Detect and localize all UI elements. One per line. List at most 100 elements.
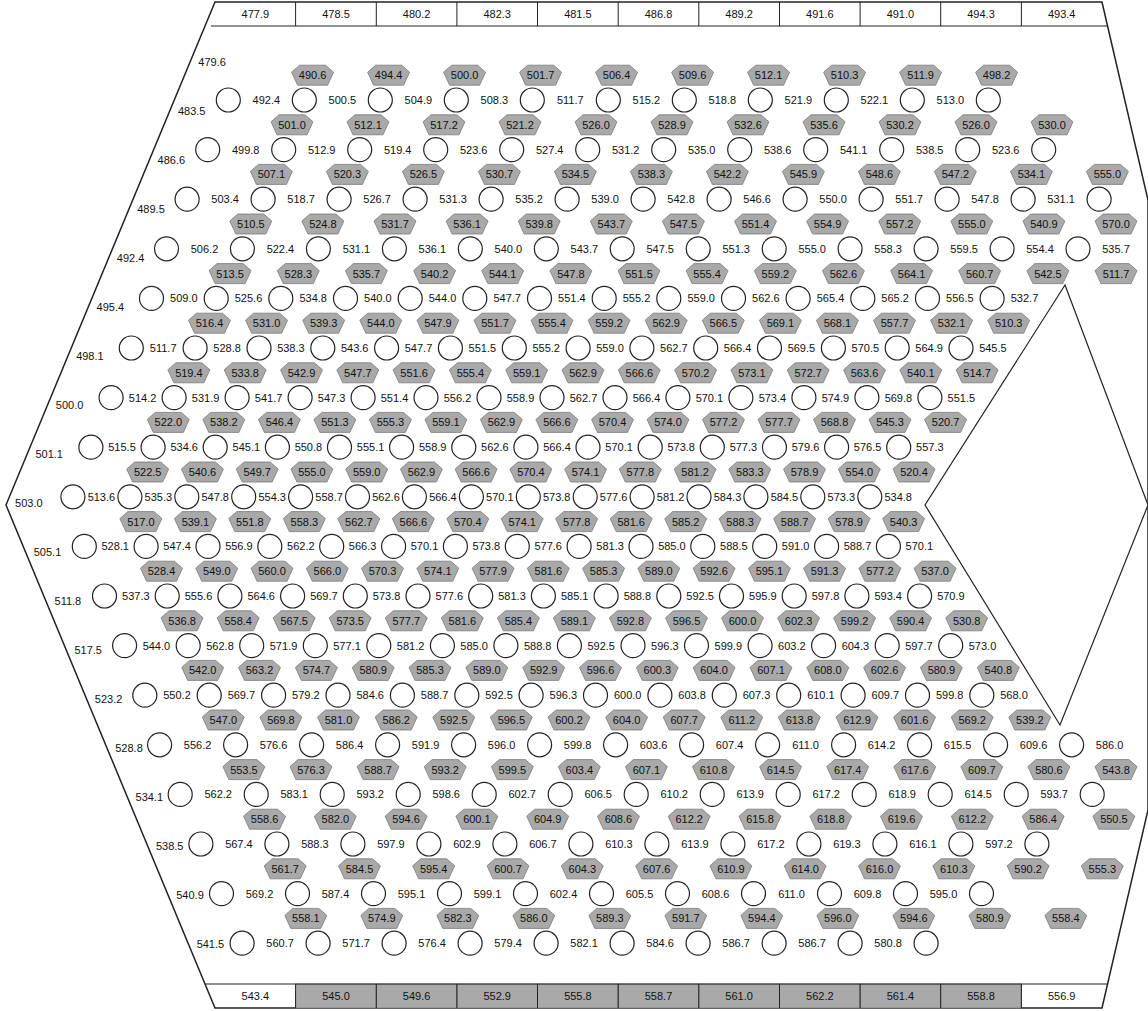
edge-temperature: 495.4 (97, 302, 125, 313)
gray-subchannel-temperature: 559.1 (432, 417, 460, 428)
gray-subchannel (449, 363, 491, 383)
gray-subchannel (239, 660, 281, 680)
gray-subchannel (518, 214, 560, 234)
gray-subchannel-temperature: 500.0 (451, 70, 479, 81)
subchannel-temperature: 538.6 (764, 144, 792, 155)
fuel-pin (196, 138, 220, 162)
subchannel-temperature: 539.0 (591, 194, 619, 205)
gray-subchannel-temperature: 596.6 (587, 665, 615, 676)
fuel-pin (1011, 187, 1035, 211)
fuel-pin (748, 634, 772, 658)
edge-temperature: 540.9 (176, 890, 204, 901)
gray-subchannel-temperature: 510.3 (995, 318, 1023, 329)
fuel-pin (452, 435, 476, 459)
fuel-pin (721, 832, 745, 856)
subchannel-temperature: 534.8 (299, 293, 327, 304)
gray-subchannel (303, 313, 345, 333)
fuel-pin (970, 683, 994, 707)
cell-divider (295, 984, 296, 1008)
subchannel-temperature: 599.8 (564, 739, 592, 750)
fuel-pin (596, 88, 620, 112)
subchannel-temperature: 550.2 (163, 690, 191, 701)
subchannel-temperature: 508.3 (481, 95, 509, 106)
fuel-pin (756, 733, 780, 757)
gray-subchannel-temperature: 528.4 (148, 566, 176, 577)
subchannel-temperature: 586.4 (336, 739, 364, 750)
gray-subchannel-temperature: 574.1 (424, 566, 452, 577)
subchannel-temperature: 591.9 (412, 739, 440, 750)
gray-subchannel-temperature: 569.2 (958, 715, 986, 726)
gray-subchannel (1022, 809, 1064, 829)
fuel-pin (935, 187, 959, 211)
gray-subchannel-temperature: 532.1 (938, 318, 966, 329)
gray-subchannel (827, 760, 869, 780)
subchannel-temperature: 506.2 (191, 243, 219, 254)
gray-subchannel-temperature: 555.0 (298, 467, 326, 478)
gray-subchannel (283, 512, 325, 532)
fuel-pin (341, 832, 365, 856)
fuel-pin (906, 683, 930, 707)
gray-subchannel (474, 313, 516, 333)
fuel-pin (685, 634, 709, 658)
fuel-pin (980, 286, 1004, 310)
subchannel-temperature: 569.7 (228, 690, 256, 701)
fuel-pin (458, 931, 482, 955)
edge-temperature: 489.5 (137, 204, 165, 215)
subchannel-temperature: 569.5 (788, 343, 816, 354)
subchannel-temperature: 585.0 (658, 541, 686, 552)
fuel-pin (133, 683, 157, 707)
fuel-pin (520, 88, 544, 112)
gray-subchannel (618, 363, 660, 383)
fuel-pin (155, 584, 179, 608)
subchannel-temperature: 540.0 (495, 243, 523, 254)
gray-subchannel-temperature: 573.5 (336, 615, 364, 626)
gray-subchannel-temperature: 558.1 (292, 913, 320, 924)
gray-subchannel (1010, 164, 1052, 184)
subchannel-temperature: 534.8 (884, 491, 912, 502)
gray-subchannel (951, 710, 993, 730)
fuel-pin (382, 237, 406, 261)
band-line (205, 984, 1108, 985)
gray-subchannel (189, 313, 231, 333)
fuel-pin (621, 634, 645, 658)
gray-subchannel-temperature: 554.9 (814, 219, 842, 230)
gray-edge-cell (376, 984, 457, 1008)
fuel-pin (567, 534, 591, 558)
gray-subchannel (246, 313, 288, 333)
fuel-pin (247, 336, 271, 360)
gray-subchannel (933, 859, 975, 879)
subchannel-temperature: 588.3 (301, 839, 329, 850)
gray-subchannel (385, 809, 427, 829)
gray-subchannel (181, 462, 223, 482)
gray-subchannel-temperature: 595.1 (756, 566, 784, 577)
fuel-pin (557, 634, 581, 658)
gray-subchannel (804, 561, 846, 581)
fuel-pin (824, 88, 848, 112)
subchannel-temperature: 535.3 (145, 491, 173, 502)
fuel-pin (134, 534, 158, 558)
fuel-pin (272, 138, 296, 162)
subchannel-temperature: 559.0 (687, 293, 715, 304)
fuel-pin (303, 634, 327, 658)
subchannel-temperature: 591.0 (782, 541, 810, 552)
subchannel-temperature: 515.5 (108, 442, 136, 453)
gray-subchannel-temperature: 612.2 (675, 814, 703, 825)
gray-subchannel-temperature: 558.4 (224, 615, 252, 626)
subchannel-temperature: 573.4 (759, 392, 787, 403)
gray-subchannel-temperature: 563.2 (246, 665, 274, 676)
fuel-pin (216, 88, 240, 112)
gray-subchannel-temperature: 510.5 (237, 219, 265, 230)
subchannel-temperature: 588.7 (844, 541, 872, 552)
subchannel-temperature: 593.4 (874, 591, 902, 602)
subchannel-temperature: 576.6 (260, 739, 288, 750)
subchannel-temperature: 598.6 (432, 789, 460, 800)
fuel-pin (652, 138, 676, 162)
fuel-pin (281, 584, 305, 608)
gray-subchannel (1086, 164, 1128, 184)
fuel-pin (782, 584, 806, 608)
gray-edge-cell (941, 984, 1022, 1008)
fuel-pin (402, 485, 426, 509)
gray-subchannel (548, 710, 590, 730)
subchannel-temperature: 567.4 (225, 839, 253, 850)
gray-subchannel-temperature: 609.7 (968, 764, 996, 775)
